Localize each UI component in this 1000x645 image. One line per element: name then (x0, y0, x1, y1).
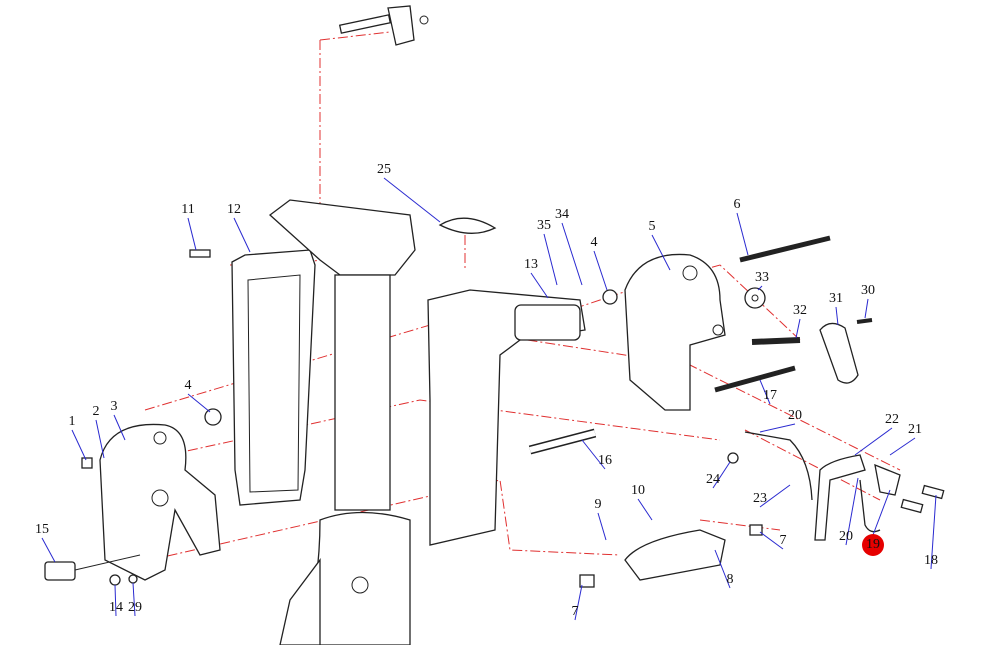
part-driveshaft-housing (268, 199, 416, 645)
leader-line-35 (543, 233, 558, 286)
callout-20[interactable]: 20 (788, 408, 802, 423)
part-17-rod (714, 365, 796, 393)
callout-11[interactable]: 11 (181, 202, 195, 217)
leader-line-2 (95, 419, 105, 459)
part-8-lever (624, 529, 726, 581)
callout-24[interactable]: 24 (706, 472, 720, 487)
leader-line-29 (132, 582, 136, 617)
callout-5[interactable]: 5 (648, 219, 656, 234)
callout-12[interactable]: 12 (227, 202, 241, 217)
callout-30[interactable]: 30 (861, 283, 875, 298)
callout-21[interactable]: 21 (908, 422, 922, 437)
callout-13[interactable]: 13 (524, 257, 538, 272)
leader-line-20 (845, 477, 859, 546)
leader-line-18 (930, 494, 937, 570)
callout-29[interactable]: 29 (128, 600, 142, 615)
callout-34[interactable]: 34 (555, 207, 569, 222)
callout-2[interactable]: 2 (92, 404, 100, 419)
part-5-clamp-bracket (624, 253, 726, 411)
callout-17[interactable]: 17 (763, 388, 777, 403)
leader-line-7 (759, 531, 784, 550)
callout-7[interactable]: 7 (779, 533, 787, 548)
leader-line-34 (561, 222, 583, 286)
callout-1[interactable]: 1 (68, 414, 76, 429)
leader-line-17 (759, 379, 771, 405)
leader-line-15 (41, 537, 56, 563)
leader-line-32 (795, 318, 801, 339)
callout-4[interactable]: 4 (590, 235, 598, 250)
leader-line-10 (637, 498, 653, 521)
callout-25[interactable]: 25 (377, 162, 391, 177)
callout-10[interactable]: 10 (631, 483, 645, 498)
leader-line-30 (864, 298, 869, 319)
callout-16[interactable]: 16 (598, 453, 612, 468)
part-31-arm (819, 322, 859, 384)
callout-7[interactable]: 7 (571, 604, 579, 619)
leader-line-19 (872, 489, 891, 536)
leader-line-6 (736, 212, 749, 256)
callout-22[interactable]: 22 (885, 412, 899, 427)
leader-line-23 (759, 484, 791, 508)
leader-line-25 (383, 177, 441, 223)
leader-line-14 (114, 584, 117, 617)
leader-line-1 (71, 429, 87, 461)
leader-line-31 (835, 306, 839, 326)
callout-20[interactable]: 20 (839, 529, 853, 544)
leader-line-24 (712, 461, 731, 489)
leader-line-12 (233, 217, 251, 253)
callout-4[interactable]: 4 (184, 378, 192, 393)
callout-8[interactable]: 8 (726, 572, 734, 587)
leader-line-16 (581, 439, 606, 470)
callout-9[interactable]: 9 (594, 497, 602, 512)
callout-31[interactable]: 31 (829, 291, 843, 306)
part-25-band (438, 217, 497, 234)
leader-line-22 (854, 427, 893, 456)
part-15 (44, 561, 76, 581)
leader-line-21 (889, 437, 916, 456)
callout-15[interactable]: 15 (35, 522, 49, 537)
callout-highlighted-19[interactable]: 19 (862, 534, 884, 556)
part-shift-rod-top (338, 5, 429, 46)
leader-line-3 (113, 414, 126, 441)
callout-6[interactable]: 6 (733, 197, 741, 212)
callout-3[interactable]: 3 (110, 399, 118, 414)
leader-line-33 (757, 285, 763, 291)
leader-line-9 (597, 512, 607, 541)
callout-33[interactable]: 33 (755, 270, 769, 285)
part-22-link (814, 454, 866, 541)
leader-line-13 (530, 272, 549, 299)
callout-32[interactable]: 32 (793, 303, 807, 318)
leader-line-4 (593, 250, 608, 291)
part-6-bolt (739, 235, 831, 263)
part-13-swivel-case (427, 289, 586, 546)
leader-line-8 (714, 549, 731, 589)
callout-23[interactable]: 23 (753, 491, 767, 506)
leader-line-20 (759, 423, 796, 433)
callout-18[interactable]: 18 (924, 553, 938, 568)
leader-lines (41, 177, 937, 621)
leader-line-7 (574, 584, 583, 621)
callout-14[interactable]: 14 (109, 600, 123, 615)
leader-line-5 (651, 234, 671, 271)
leader-line-4 (187, 393, 211, 413)
leader-line-11 (187, 217, 197, 251)
callout-35[interactable]: 35 (537, 218, 551, 233)
